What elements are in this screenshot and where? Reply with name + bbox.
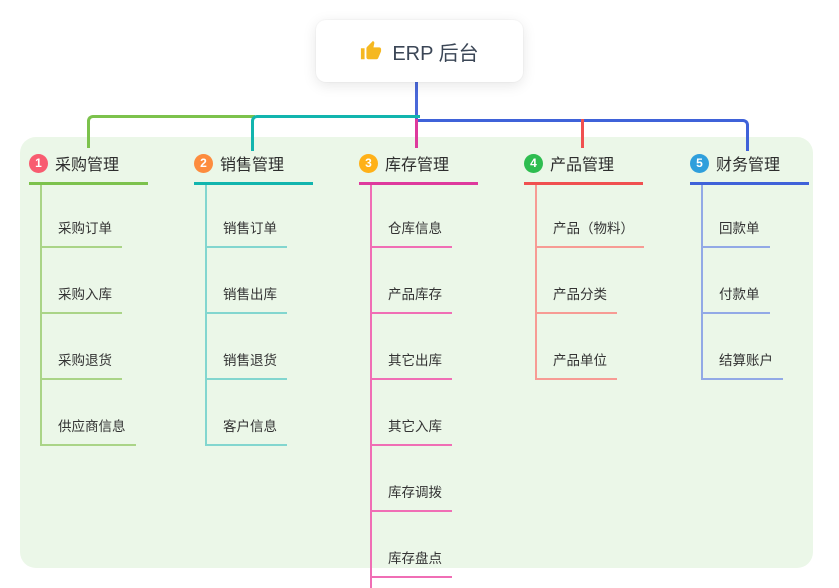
mindmap-item[interactable]: 采购订单 <box>42 185 122 248</box>
branch-title[interactable]: 1 采购管理 <box>29 146 148 185</box>
mindmap-item-label: 仓库信息 <box>388 221 442 236</box>
connector-branch-1-elbow <box>87 115 255 148</box>
connector-branch-4-drop <box>581 119 584 148</box>
branch-number-badge: 4 <box>524 153 543 173</box>
mindmap-item-label: 客户信息 <box>223 419 277 434</box>
mindmap-item[interactable]: 出库库明细 <box>372 578 466 588</box>
branch-items: 产品（物料） 产品分类产品单位 <box>535 185 644 380</box>
mindmap-item[interactable]: 产品单位 <box>537 314 617 380</box>
mindmap-item-label: 产品分类 <box>553 287 607 302</box>
branch-items: 采购订单采购入库采购退货供应商信息 <box>40 185 136 446</box>
mindmap-item-label: 其它入库 <box>388 419 442 434</box>
mindmap-item[interactable]: 产品分类 <box>537 248 617 314</box>
mindmap-item-label: 采购退货 <box>58 353 112 368</box>
mindmap-item[interactable]: 回款单 <box>703 185 770 248</box>
mindmap-item-label: 结算账户 <box>719 353 773 368</box>
branch-label: 财务管理 <box>716 157 781 174</box>
mindmap-item-label: 销售退货 <box>223 353 277 368</box>
root-node-label: ERP 后台 <box>392 42 479 65</box>
connector-branch-3-drop <box>415 119 418 148</box>
branch-1: 1 采购管理 采购订单采购入库采购退货供应商信息 <box>29 146 148 446</box>
branch-label: 库存管理 <box>385 157 450 174</box>
mindmap-item[interactable]: 销售订单 <box>207 185 287 248</box>
mindmap-item-label: 产品单位 <box>553 353 607 368</box>
mindmap-item[interactable]: 销售退货 <box>207 314 287 380</box>
branch-items: 仓库信息产品库存其它出库其它入库库存调拨库存盘点出库库明细 <box>370 185 466 588</box>
mindmap-item[interactable]: 采购退货 <box>42 314 122 380</box>
thumbs-up-icon <box>361 40 382 60</box>
mindmap-item-label: 采购入库 <box>58 287 112 302</box>
mindmap-item[interactable]: 产品库存 <box>372 248 452 314</box>
mindmap-item[interactable]: 仓库信息 <box>372 185 452 248</box>
branch-title[interactable]: 4 产品管理 <box>524 146 643 185</box>
mindmap-item[interactable]: 结算账户 <box>703 314 783 380</box>
mindmap-item-label: 付款单 <box>719 287 760 302</box>
mindmap-item[interactable]: 供应商信息 <box>42 380 136 446</box>
branch-label: 产品管理 <box>550 157 615 174</box>
mindmap-item-label: 采购订单 <box>58 221 112 236</box>
mindmap-item[interactable]: 其它入库 <box>372 380 452 446</box>
mindmap-item-label: 库存调拨 <box>388 485 442 500</box>
mindmap-item-label: 销售出库 <box>223 287 277 302</box>
mindmap-item[interactable]: 产品（物料） <box>537 185 644 248</box>
branch-items: 销售订单销售出库销售退货客户信息 <box>205 185 287 446</box>
connector-branch-2-elbow <box>251 115 420 151</box>
branch-4: 4 产品管理 产品（物料） 产品分类产品单位 <box>524 146 644 380</box>
branch-title[interactable]: 5 财务管理 <box>690 146 809 185</box>
branch-5: 5 财务管理 回款单付款单结算账户 <box>690 146 809 380</box>
mindmap-item[interactable]: 付款单 <box>703 248 770 314</box>
mindmap-item[interactable]: 采购入库 <box>42 248 122 314</box>
connector-trunk <box>415 82 418 120</box>
branch-label: 采购管理 <box>55 157 120 174</box>
mindmap-item-label: 库存盘点 <box>388 551 442 566</box>
mindmap-item-label: 产品库存 <box>388 287 442 302</box>
root-node-erp[interactable]: ERP 后台 <box>316 20 523 82</box>
branch-items: 回款单付款单结算账户 <box>701 185 783 380</box>
mindmap-item-label: 销售订单 <box>223 221 277 236</box>
mindmap-item-label: 其它出库 <box>388 353 442 368</box>
mindmap-item-label: 供应商信息 <box>58 419 126 434</box>
branch-2: 2 销售管理 销售订单销售出库销售退货客户信息 <box>194 146 313 446</box>
mindmap-item-label: 回款单 <box>719 221 760 236</box>
mindmap-item[interactable]: 其它出库 <box>372 314 452 380</box>
mindmap-item[interactable]: 客户信息 <box>207 380 287 446</box>
mindmap-item[interactable]: 销售出库 <box>207 248 287 314</box>
branch-number-badge: 3 <box>359 153 378 173</box>
branch-number-badge: 5 <box>690 153 709 173</box>
mindmap-item-label: 产品（物料） <box>553 221 634 236</box>
branch-number-badge: 2 <box>194 153 213 173</box>
branch-title[interactable]: 3 库存管理 <box>359 146 478 185</box>
branch-label: 销售管理 <box>220 157 285 174</box>
mindmap-item[interactable]: 库存盘点 <box>372 512 452 578</box>
branches-panel <box>20 137 813 568</box>
mindmap-item[interactable]: 库存调拨 <box>372 446 452 512</box>
branch-number-badge: 1 <box>29 153 48 173</box>
branch-title[interactable]: 2 销售管理 <box>194 146 313 185</box>
branch-3: 3 库存管理 仓库信息产品库存其它出库其它入库库存调拨库存盘点出库库明细 <box>359 146 478 588</box>
